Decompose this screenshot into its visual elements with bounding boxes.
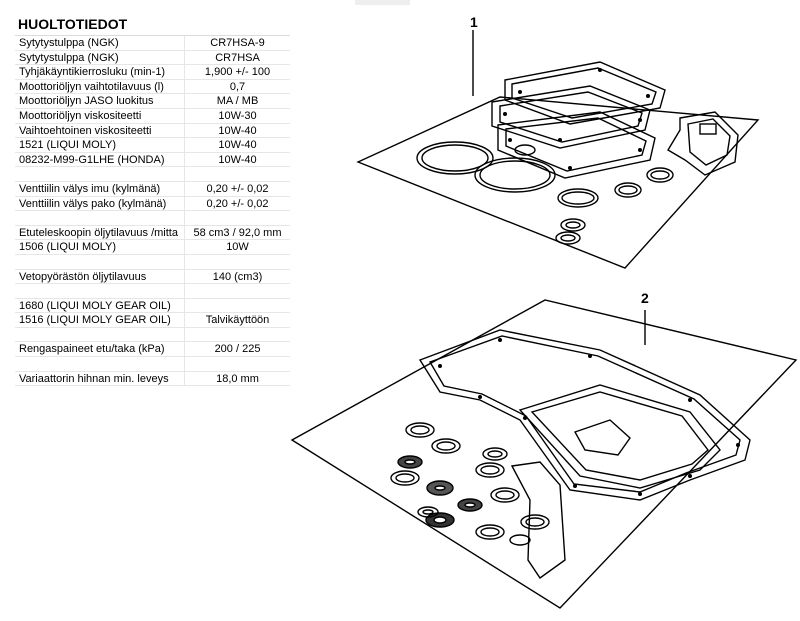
row-value: 0,20 +/- 0,02: [206, 197, 269, 210]
row-label: 1516 (LIQUI MOLY GEAR OIL): [15, 313, 185, 327]
table-row: Vetopyörästön öljytilavuus 140 (cm3): [15, 269, 290, 285]
row-value: 10W: [226, 241, 249, 254]
row-label: Variaattorin hihnan min. leveys: [15, 371, 185, 386]
table-row: [15, 254, 290, 270]
figure-1-label: 1: [470, 14, 478, 30]
row-value: 140 (cm3): [212, 270, 263, 283]
row-value: Talvikäyttöön: [205, 314, 270, 327]
row-label: Rengaspaineet etu/taka (kPa): [15, 342, 185, 357]
table-row: Variaattorin hihnan min. leveys 18,0 mm: [15, 371, 290, 387]
row-value: 200 / 225: [214, 343, 261, 356]
row-label: 1521 (LIQUI MOLY): [15, 138, 185, 152]
table-row: 1680 (LIQUI MOLY GEAR OIL): [15, 298, 290, 314]
row-label: 1680 (LIQUI MOLY GEAR OIL): [15, 298, 185, 313]
kit-2-o-rings: [390, 422, 550, 546]
table-row: Moottoriöljyn vaihtotilavuus (l) 0,7: [15, 79, 290, 95]
row-value: 10W-40: [218, 153, 257, 166]
figure-2-label: 2: [641, 290, 649, 306]
table-row: Tyhjäkäyntikierrosluku (min-1) 1,900 +/- …: [15, 65, 290, 80]
table-row: [15, 284, 290, 299]
table-row: [15, 327, 290, 343]
row-label: Moottoriöljyn JASO luokitus: [15, 94, 185, 108]
row-label: Moottoriöljyn viskositeetti: [15, 108, 185, 123]
kit-2-gaskets: [390, 329, 751, 579]
row-label: 08232-M99-G1LHE (HONDA): [15, 152, 185, 167]
table-row: [15, 211, 290, 226]
row-label: Venttiilin välys imu (kylmänä): [15, 181, 185, 196]
table-row: 1521 (LIQUI MOLY) 10W-40: [15, 138, 290, 153]
table-row: Moottoriöljyn viskositeetti 10W-30: [15, 108, 290, 124]
table-row: Etuteleskoopin öljytilavuus /mitta 58 cm3…: [15, 225, 290, 241]
row-label: [15, 284, 185, 298]
row-value: CR7HSA-9: [210, 37, 265, 49]
kit-1-gaskets: [416, 61, 739, 245]
table-row: Venttiilin välys imu (kylmänä) 0,20 +/- 0…: [15, 181, 290, 197]
row-label: Vetopyörästön öljytilavuus: [15, 269, 185, 284]
row-label: Vaihtoehtoinen viskositeetti: [15, 123, 185, 138]
table-row: 1506 (LIQUI MOLY) 10W: [15, 240, 290, 255]
row-value: CR7HSA: [215, 51, 260, 64]
row-label: [15, 211, 185, 225]
table-row: Moottoriöljyn JASO luokitus MA / MB: [15, 94, 290, 109]
kit-2-plate: [290, 299, 798, 609]
row-value: MA / MB: [216, 95, 259, 108]
table-row: Vaihtoehtoinen viskositeetti 10W-40: [15, 123, 290, 139]
row-label: Venttiilin välys pako (kylmänä): [15, 196, 185, 211]
row-label: Sytytystulppa (NGK): [15, 50, 185, 65]
row-label: Etuteleskoopin öljytilavuus /mitta: [15, 225, 185, 240]
row-value: 0,20 +/- 0,02: [206, 182, 269, 195]
row-label: Tyhjäkäyntikierrosluku (min-1): [15, 65, 185, 79]
row-value: 18,0 mm: [216, 372, 259, 385]
kit-1-plate: [356, 96, 760, 269]
table-row: 08232-M99-G1LHE (HONDA) 10W-40: [15, 152, 290, 168]
row-label: Moottoriöljyn vaihtotilavuus (l): [15, 79, 185, 94]
table-title: HUOLTOTIEDOT: [15, 14, 290, 36]
row-value: 0,7: [229, 80, 246, 93]
row-label: [15, 327, 185, 342]
top-strip: [355, 0, 410, 5]
row-label: 1506 (LIQUI MOLY): [15, 240, 185, 254]
table-row: [15, 167, 290, 182]
table-row: Venttiilin välys pako (kylmänä) 0,20 +/- …: [15, 196, 290, 212]
table-row: Sytytystulppa (NGK) CR7HSA: [15, 50, 290, 66]
table-row: [15, 357, 290, 372]
row-value: 10W-40: [218, 124, 257, 137]
table-row: Rengaspaineet etu/taka (kPa) 200 / 225: [15, 342, 290, 358]
row-value: 10W-30: [218, 109, 257, 122]
row-label: [15, 357, 185, 371]
row-label: [15, 167, 185, 181]
row-value: 58 cm3 / 92,0 mm: [193, 226, 282, 239]
row-value: 1,900 +/- 100: [204, 66, 271, 79]
row-label: [15, 254, 185, 269]
row-label: Sytytystulppa (NGK): [15, 36, 185, 50]
table-row: 1516 (LIQUI MOLY GEAR OIL) Talvikäyttöön: [15, 313, 290, 328]
row-value: 10W-40: [218, 139, 257, 152]
table-row: Sytytystulppa (NGK) CR7HSA-9: [15, 36, 290, 51]
service-data-table: HUOLTOTIEDOT Sytytystulppa (NGK) CR7HSA-9…: [15, 14, 290, 387]
